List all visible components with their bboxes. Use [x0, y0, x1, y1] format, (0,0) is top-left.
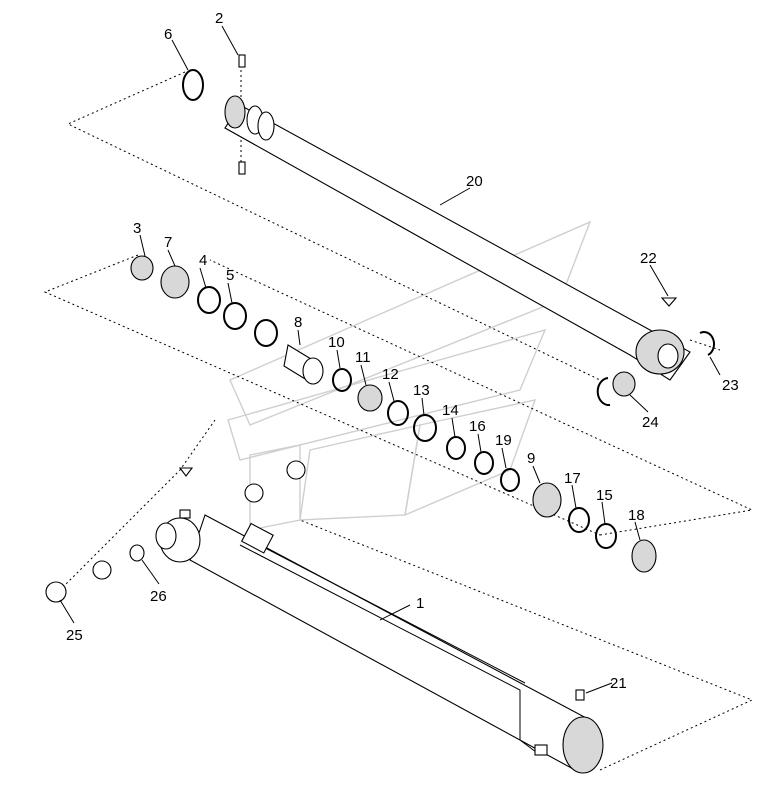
part-15-ring: [595, 523, 617, 549]
label-9: 9: [527, 450, 535, 467]
part-11-spacer: [357, 384, 383, 412]
label-7: 7: [164, 234, 172, 251]
label-23: 23: [722, 377, 739, 394]
label-10: 10: [328, 334, 345, 351]
part-19-ring: [500, 468, 520, 492]
part-1-cylinder-tube: [155, 467, 604, 774]
label-1: 1: [416, 595, 424, 612]
part-14-ring: [446, 436, 466, 460]
label-17: 17: [564, 470, 581, 487]
part-24-snapring: [596, 377, 611, 407]
part-24-bushing: [612, 371, 636, 397]
label-15: 15: [596, 487, 613, 504]
label-20: 20: [466, 173, 483, 190]
label-14: 14: [442, 402, 459, 419]
seal-kit-parts: [130, 255, 715, 573]
part-4-ring: [197, 286, 221, 314]
assembly-lines: [43, 70, 754, 771]
label-4: 4: [199, 252, 207, 269]
label-12: 12: [382, 366, 399, 383]
part-5-ring: [223, 302, 247, 330]
label-26: 26: [150, 588, 167, 605]
part-26-ring: [129, 544, 145, 562]
part-labels: 2 6 20 3 7 4 5 8 10 11 12 13 14 16 19 9 …: [66, 10, 739, 692]
part-5b-ring: [254, 319, 278, 347]
label-5: 5: [226, 267, 234, 284]
label-16: 16: [469, 418, 486, 435]
label-11: 11: [355, 349, 371, 366]
part-18-nut: [631, 539, 657, 573]
part-25-bushing: [45, 581, 67, 603]
label-21: 21: [610, 675, 627, 692]
part-7-head: [160, 265, 190, 299]
label-3: 3: [133, 220, 141, 237]
pins-and-bushings: [45, 460, 306, 603]
label-22: 22: [640, 250, 657, 267]
part-10-ring: [332, 368, 352, 392]
label-19: 19: [495, 432, 512, 449]
label-2: 2: [215, 10, 223, 27]
part-23-snapring: [699, 331, 715, 356]
part-17-ring: [568, 507, 590, 533]
part-9-piston: [532, 482, 562, 518]
part-22-fitting: [660, 297, 678, 307]
label-6: 6: [164, 26, 172, 43]
part-6-ring: [182, 69, 204, 101]
part-13-ring: [413, 414, 437, 442]
label-25: 25: [66, 627, 83, 644]
label-13: 13: [413, 382, 430, 399]
leader-lines: [59, 25, 721, 694]
label-24: 24: [642, 414, 659, 431]
part-16-ring: [474, 451, 494, 475]
label-8: 8: [294, 314, 302, 331]
part-3-nut: [130, 255, 154, 281]
part-12-ring: [387, 400, 409, 426]
label-18: 18: [628, 507, 645, 524]
part-20-piston-rod: [224, 54, 691, 381]
